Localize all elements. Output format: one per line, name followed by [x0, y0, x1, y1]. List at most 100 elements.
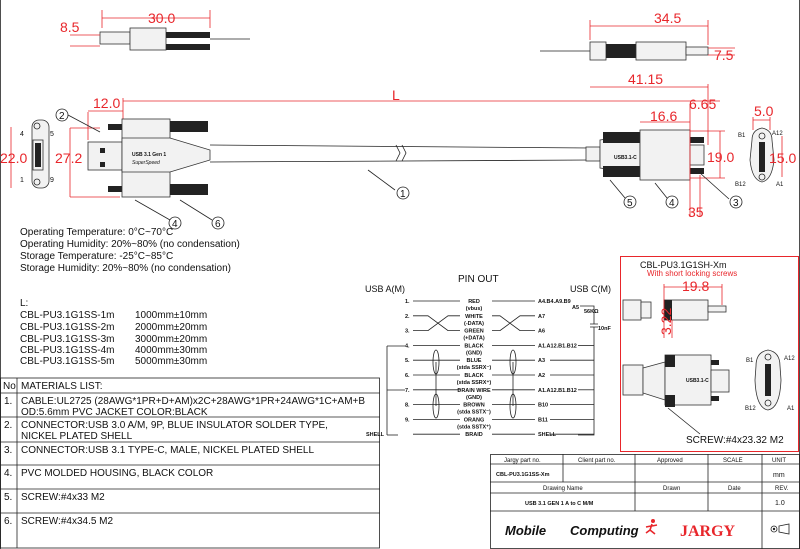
variant-pin-b12: B12 — [745, 406, 756, 412]
spec-line: Storage Humidity: 20%~80% (no condensati… — [20, 263, 231, 274]
dim-cable-length: L — [392, 87, 400, 103]
pinout-usb-a-pin: 9. — [405, 417, 410, 423]
pinout-usb-c-pin: B10 — [538, 403, 548, 409]
tb-drawn-label: Drawn — [663, 486, 680, 492]
pinout-usb-a-pin: 3. — [405, 329, 410, 335]
running-man-icon — [645, 519, 658, 535]
dim-c-face-height: 15.0 — [769, 150, 796, 166]
pinout-wire-signal: (stda SSRX⁺) — [457, 379, 492, 386]
tb-date-label: Date — [728, 486, 741, 492]
tb-jargy-part-label: Jargy part no. — [504, 458, 541, 464]
pinout-usb-c-pin: A7 — [538, 314, 545, 320]
pinout-wire-signal: (stda SSTX⁺) — [457, 423, 491, 430]
materials-row-no: 5. — [4, 492, 12, 503]
tb-client-part-label: Client part no. — [578, 458, 616, 464]
length-value: 5000mm±30mm — [135, 356, 207, 367]
length-value: 3000mm±20mm — [135, 334, 207, 345]
pinout-wire-signal: (stda SSTX⁻) — [457, 410, 491, 416]
pinout-usb-c-pin: A2 — [538, 373, 545, 379]
variant-c-print: USB3.1-C — [686, 378, 709, 384]
pinout-wire-color: WHITE — [465, 314, 483, 320]
materials-row-no: 6. — [4, 516, 12, 527]
pinout-row: 7.DRAIN WIRE(GND)A1.A12.B1.B12 — [405, 388, 594, 401]
length-part: CBL-PU3.1G1SS-1m — [20, 310, 114, 321]
pinout-rc-network — [578, 305, 598, 436]
callout-6: 6 — [215, 219, 221, 230]
pinout-wire-signal: (+DATA) — [463, 336, 485, 342]
materials-row-no: 1. — [4, 396, 12, 407]
materials-row-no: 3. — [4, 445, 12, 456]
pinout-wire-signal: (vbus) — [466, 306, 483, 312]
pinout-usb-c-pin: SHELL — [538, 432, 557, 438]
pinout-resistor-value: 56KΩ — [584, 309, 599, 315]
pinout-wire-signal: (stda SSRX⁻) — [457, 365, 492, 371]
logo-jargy: JARGY — [680, 523, 736, 540]
tb-drawing-name-value: USB 3.1 GEN 1 A to C M/M — [525, 501, 594, 507]
length-part: CBL-PU3.1G1SS-4m — [20, 345, 114, 356]
dim-a-plug-length: 12.0 — [93, 95, 120, 111]
tb-unit-value: mm — [773, 472, 785, 479]
pinout-wire-color: BLACK — [464, 373, 483, 379]
materials-row-text: CONNECTOR:USB 3.0 A/M, 9P, BLUE INSULATO… — [21, 420, 328, 431]
pinout-usb-a-pin: 8. — [405, 403, 410, 409]
pinout-wire-signal: (GND) — [466, 350, 482, 356]
callout-1: 1 — [400, 189, 406, 200]
length-part: CBL-PU3.1G1SS-3m — [20, 334, 114, 345]
dim-a-face-width: 22.0 — [0, 150, 27, 166]
dim-c-overall-length: 41.15 — [628, 71, 663, 87]
variant-title: CBL-PU3.1G1SH-Xm — [640, 260, 727, 270]
a-connector-top-view — [87, 110, 211, 198]
dim-c-screw-dia: 35 — [688, 204, 704, 220]
materials-row-no: 4. — [4, 468, 12, 479]
pinout-wire-signal: (-DATA) — [464, 321, 484, 327]
pinout-usb-a-pin: 2. — [405, 314, 410, 320]
cable — [209, 144, 591, 163]
tb-jargy-part-value: CBL-PU3.1G1SS-Xm — [496, 472, 550, 478]
pinout-usb-a-pin: SHELL — [366, 432, 385, 438]
c-pin-b12: B12 — [735, 182, 746, 188]
pinout-usb-c-pin: B11 — [538, 417, 548, 423]
a-connector-face — [10, 119, 120, 198]
callout-3: 3 — [733, 198, 739, 209]
materials-row-text: PVC MOLDED HOUSING, BLACK COLOR — [21, 468, 213, 479]
callout-leaders — [67, 114, 730, 221]
logo-computing: Computing — [570, 523, 639, 538]
c-print: USB3.1-C — [614, 155, 637, 161]
pinout-usb-c-pin: A6 — [538, 329, 545, 335]
materials-row-text: OD:5.6mm PVC JACKET COLOR:BLACK — [21, 407, 208, 418]
materials-row-no: 2. — [4, 420, 12, 431]
pinout-usb-a-pin: 7. — [405, 388, 410, 394]
pinout-data-pair-twist — [413, 315, 535, 331]
a-connector-side-view — [70, 10, 250, 51]
pinout-usb-c-label: USB C(M) — [570, 284, 611, 294]
pinout-row: 2. WHITE(-DATA) A7 — [405, 314, 545, 327]
length-value: 2000mm±20mm — [135, 322, 207, 333]
length-list: L: CBL-PU3.1G1SS-1m 1000mm±10mm CBL-PU3.… — [20, 298, 207, 367]
variant-side-view — [622, 284, 727, 338]
pinout-usb-c-pin: A4.B4.A9.B9 — [538, 299, 571, 305]
dim-c-housing-length: 16.6 — [650, 108, 677, 124]
c-connector-top-view — [585, 84, 725, 217]
variant-top-view — [622, 349, 782, 435]
pinout-row: 3.GREEN(+DATA)A6 — [405, 329, 545, 342]
logo-mobile: Mobile — [505, 523, 546, 538]
tb-rev-label: REV. — [775, 486, 789, 492]
materials-row-text: SCREW:#4x33 M2 — [21, 492, 105, 503]
dim-a-side-length: 30.0 — [148, 10, 175, 26]
pinout-row: 8.BROWN(stda SSTX⁻)B10 — [405, 403, 594, 416]
spec-line: Storage Temperature: -25°C~85°C — [20, 251, 173, 262]
dim-c-side-length: 34.5 — [654, 10, 681, 26]
length-value: 1000mm±10mm — [135, 310, 207, 321]
variant-pin-a1: A1 — [787, 406, 795, 412]
pinout-capacitor-value: 10nF — [598, 326, 611, 332]
c-connector-side-view — [540, 20, 735, 61]
materials-header: MATERIALS LIST: — [21, 381, 103, 392]
dim-c-overall-width: 19.0 — [707, 149, 734, 165]
dim-a-overall-width: 27.2 — [55, 150, 82, 166]
materials-row-text: NICKEL PLATED SHELL — [21, 431, 133, 442]
pinout-usb-a-pin: 4. — [405, 343, 410, 349]
length-label: L: — [20, 298, 28, 309]
tb-unit-label: UNIT — [772, 458, 786, 464]
